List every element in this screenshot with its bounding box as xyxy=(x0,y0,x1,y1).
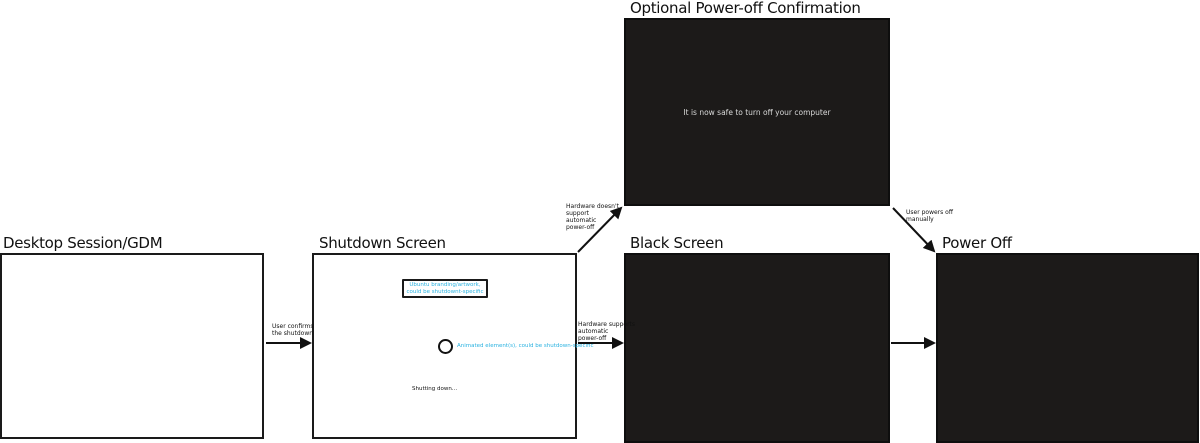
node-title-shutdown: Shutdown Screen xyxy=(319,234,446,252)
edge-label-line: User confirms xyxy=(272,323,314,330)
edge-label-line: power-off xyxy=(566,224,595,231)
edge-label-line: automatic xyxy=(566,217,597,224)
branding-note-line2: could be shutdownt-specific xyxy=(406,288,484,295)
edge-label-no-auto-poweroff: Hardware doesn't support automatic power… xyxy=(566,203,619,231)
spinner-circle-icon xyxy=(438,339,453,354)
desktop-session-screen xyxy=(0,253,264,439)
node-title-confirmation: Optional Power-off Confirmation xyxy=(630,0,861,17)
shutdown-screen: Ubuntu branding/artwork, could be shutdo… xyxy=(312,253,593,439)
edge-label-line: Hardware doesn't xyxy=(566,203,619,210)
edge-label-user-confirms: User confirms the shutdown xyxy=(272,323,313,337)
edge-label-line: manually xyxy=(906,216,934,223)
edge-label-auto-poweroff: Hardware supports automatic power-off xyxy=(578,321,635,342)
shutting-down-text: Shutting down... xyxy=(412,386,458,392)
branding-placeholder: Ubuntu branding/artwork, could be shutdo… xyxy=(402,279,488,298)
branding-note-line1: Ubuntu branding/artwork, xyxy=(409,282,481,288)
black-screen xyxy=(624,253,890,443)
edge-label-line: User powers off xyxy=(906,209,953,216)
edge-label-line: automatic xyxy=(578,328,609,335)
edge-label-line: power-off xyxy=(578,335,607,342)
arrow-shutdown-to-confirmation xyxy=(577,206,623,253)
node-title-desktop: Desktop Session/GDM xyxy=(3,234,163,252)
animation-note: Animated element(s), could be shutdown-s… xyxy=(457,343,594,349)
edge-label-line: support xyxy=(566,210,590,217)
edge-label-manual-poweroff: User powers off manually xyxy=(906,209,953,223)
node-title-black-screen: Black Screen xyxy=(630,234,724,252)
edge-label-line: the shutdown xyxy=(272,330,314,337)
node-title-power-off: Power Off xyxy=(942,234,1012,252)
power-off-confirmation-screen: It is now safe to turn off your computer xyxy=(624,18,890,206)
edge-label-line: Hardware supports xyxy=(578,321,636,328)
safe-to-turn-off-message: It is now safe to turn off your computer xyxy=(683,108,831,117)
power-off-screen xyxy=(936,253,1199,443)
arrow-confirmation-to-poweroff xyxy=(892,207,936,253)
